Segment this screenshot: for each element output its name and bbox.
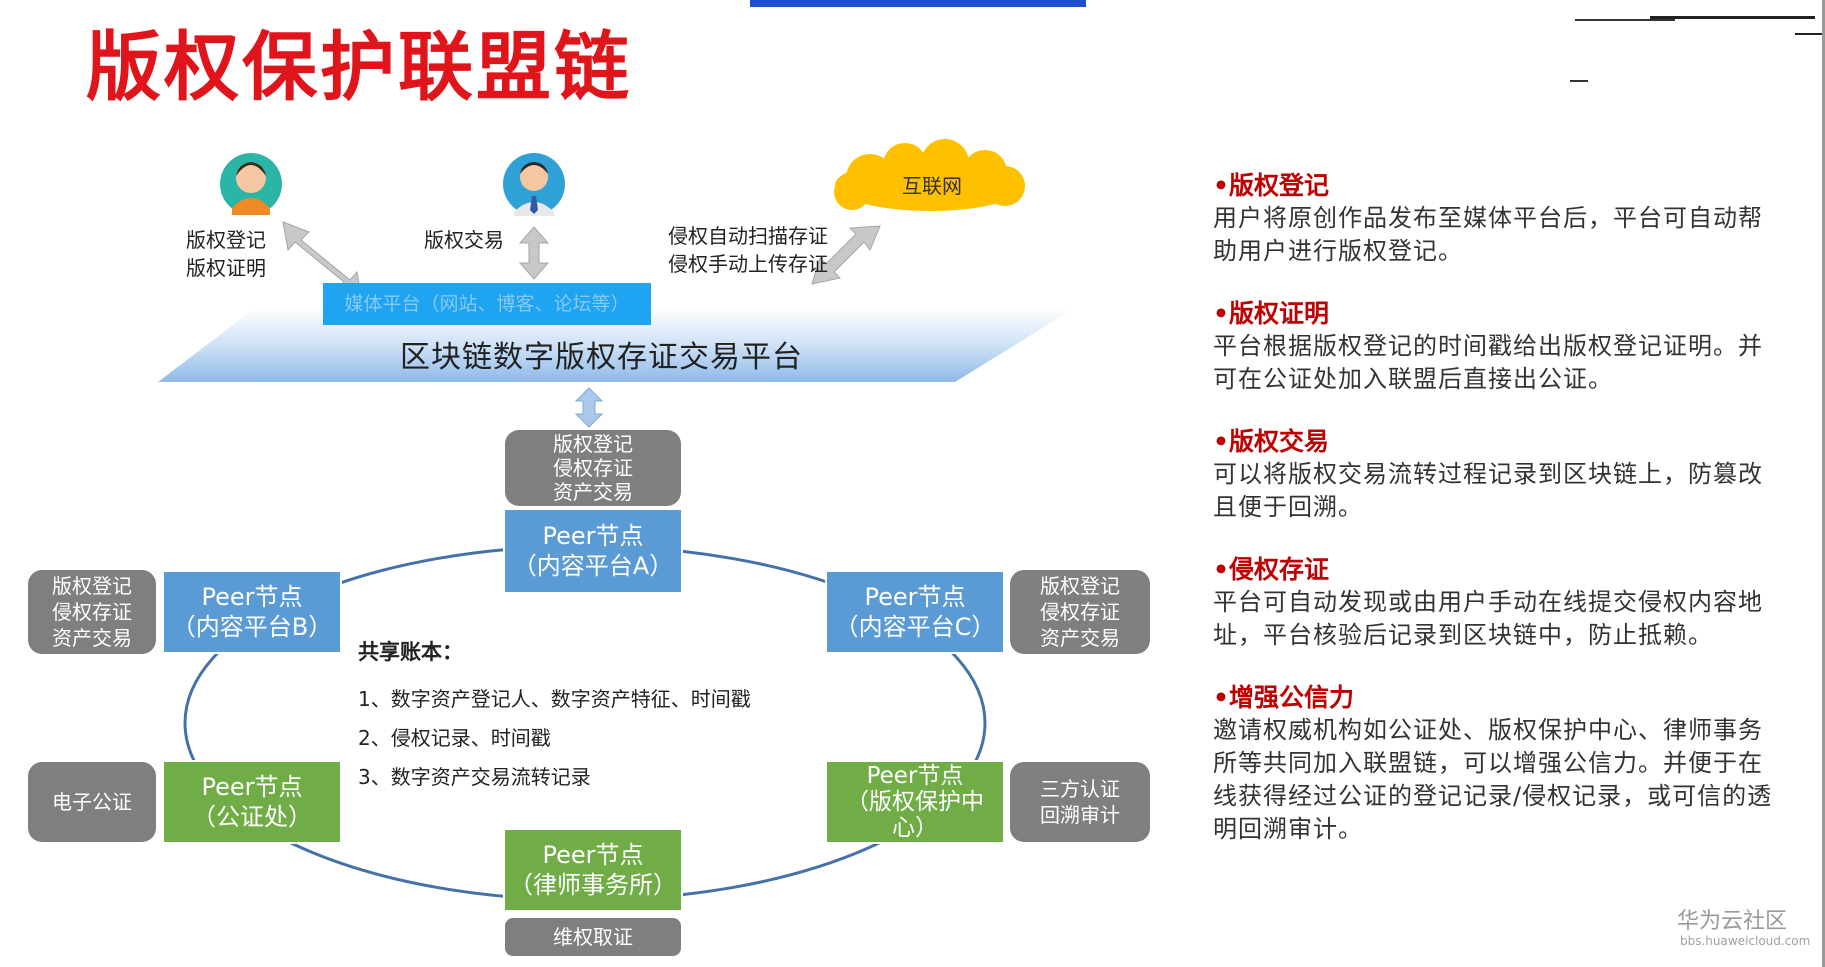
service-item: 回溯审计 [1040,803,1120,827]
feature-title: •版权登记 [1213,171,1329,200]
peer-title: Peer节点 [864,583,966,611]
corner-stroke [1650,16,1815,19]
right-edge-line [1822,0,1825,967]
feature-item: •版权交易 可以将版权交易流转过程记录到区块链上，防篡改且便于回溯。 [1213,426,1773,524]
peer-subtitle: （内容平台A） [512,552,674,580]
service-item: 版权登记 [52,574,132,598]
ledger-title: 共享账本： [358,640,463,664]
service-item: 资产交易 [553,480,633,504]
peer-node-law: Peer节点 （律师事务所） [503,828,683,912]
watermark-logo: 华为云社区 [1677,909,1788,934]
peer-title: Peer节点 [866,763,964,789]
peer-node-center: Peer节点 （版权保护中 心） [825,760,1005,844]
feature-title: •增强公信力 [1213,683,1354,712]
feature-title: •版权证明 [1213,299,1329,328]
corner-stroke [1575,19,1675,21]
peer-subtitle: （版权保护中 [846,789,984,815]
feature-desc: 邀请权威机构如公证处、版权保护中心、律师事务所等共同加入联盟链，可以增强公信力。… [1213,716,1773,843]
feature-desc: 可以将版权交易流转过程记录到区块链上，防篡改且便于回溯。 [1213,460,1763,521]
arrow-user2 [518,226,550,280]
service-box-a: 版权登记 侵权存证 资产交易 [505,430,681,506]
page-title: 版权保护联盟链 [86,23,633,111]
peer-subtitle: （内容平台B） [171,613,333,641]
feature-desc: 用户将原创作品发布至媒体平台后，平台可自动帮助用户进行版权登记。 [1213,204,1763,265]
peer-subtitle: （公证处） [192,803,312,831]
shared-ledger: 共享账本： 1、数字资产登记人、数字资产特征、时间戳 2、侵权记录、时间戳 3、… [358,636,751,797]
peer-title: Peer节点 [542,522,644,550]
feature-title: •侵权存证 [1213,555,1329,584]
service-item: 侵权存证 [52,600,132,624]
platform-name: 区块链数字版权存证交易平台 [400,340,803,375]
platform-trapezoid [158,308,1075,382]
feature-item: •增强公信力 邀请权威机构如公证处、版权保护中心、律师事务所等共同加入联盟链，可… [1213,682,1773,846]
scan-label-line2: 侵权手动上传存证 [668,252,828,276]
peer-title: Peer节点 [201,773,303,801]
corner-stroke [1795,33,1825,35]
peer-subtitle: （内容平台C） [834,613,996,641]
feature-desc: 平台根据版权登记的时间戳给出版权登记证明。并可在公证处加入联盟后直接出公证。 [1213,332,1763,393]
service-item: 资产交易 [52,626,132,650]
service-item: 资产交易 [1040,626,1120,650]
peer-node-b: Peer节点 （内容平台B） [162,570,342,654]
top-accent-bar [750,0,1086,7]
watermark-url: bbs.huaweicloud.com [1680,934,1811,948]
ledger-item: 1、数字资产登记人、数字资产特征、时间戳 [358,687,751,711]
user-avatar-male-icon [503,153,565,216]
user-avatar-female-icon [220,153,282,215]
peer-subtitle: （律师事务所） [509,871,677,899]
feature-item: •版权登记 用户将原创作品发布至媒体平台后，平台可自动帮助用户进行版权登记。 [1213,170,1773,268]
media-platform-bar: 媒体平台（网站、博客、论坛等） [323,283,651,325]
service-box-b: 版权登记 侵权存证 资产交易 [28,570,156,654]
arrow-internet [811,225,881,285]
peer-title: Peer节点 [542,841,644,869]
user1-label: 版权登记 版权证明 [186,226,266,282]
feature-item: •版权证明 平台根据版权登记的时间戳给出版权登记证明。并可在公证处加入联盟后直接… [1213,298,1773,396]
peer-node-notary: Peer节点 （公证处） [162,760,342,844]
service-box-c: 版权登记 侵权存证 资产交易 [1010,570,1150,654]
scan-label: 侵权自动扫描存证 侵权手动上传存证 [668,222,828,278]
service-item: 版权登记 [553,432,633,456]
ledger-item: 3、数字资产交易流转记录 [358,765,591,789]
feature-desc: 平台可自动发现或由用户手动在线提交侵权内容地址，平台核验后记录到区块链中，防止抵… [1213,588,1763,649]
internet-cloud-icon [834,139,1025,211]
ledger-item: 2、侵权记录、时间戳 [358,726,551,750]
feature-item: •侵权存证 平台可自动发现或由用户手动在线提交侵权内容地址，平台核验后记录到区块… [1213,554,1773,652]
feature-title: •版权交易 [1213,427,1329,456]
service-box-law: 维权取证 [505,918,681,956]
corner-stroke [1570,80,1588,82]
service-item: 三方认证 [1040,777,1120,801]
peer-subtitle: 心） [892,815,938,841]
service-item: 侵权存证 [1040,600,1120,624]
peer-node-c: Peer节点 （内容平台C） [825,570,1005,654]
peer-node-a: Peer节点 （内容平台A） [503,508,683,594]
user2-label: 版权交易 [424,228,504,252]
internet-label: 互联网 [902,174,962,198]
service-item: 电子公证 [52,790,132,814]
scan-label-line1: 侵权自动扫描存证 [668,224,828,248]
service-item: 侵权存证 [553,456,633,480]
user1-label-line1: 版权登记 [186,228,266,252]
user1-label-line2: 版权证明 [186,256,266,280]
arrow-platform-network [574,387,604,428]
service-box-center: 三方认证 回溯审计 [1010,762,1150,842]
service-item: 版权登记 [1040,574,1120,598]
peer-title: Peer节点 [201,583,303,611]
feature-list: •版权登记 用户将原创作品发布至媒体平台后，平台可自动帮助用户进行版权登记。 •… [1213,170,1773,876]
service-box-notary: 电子公证 [28,762,156,842]
